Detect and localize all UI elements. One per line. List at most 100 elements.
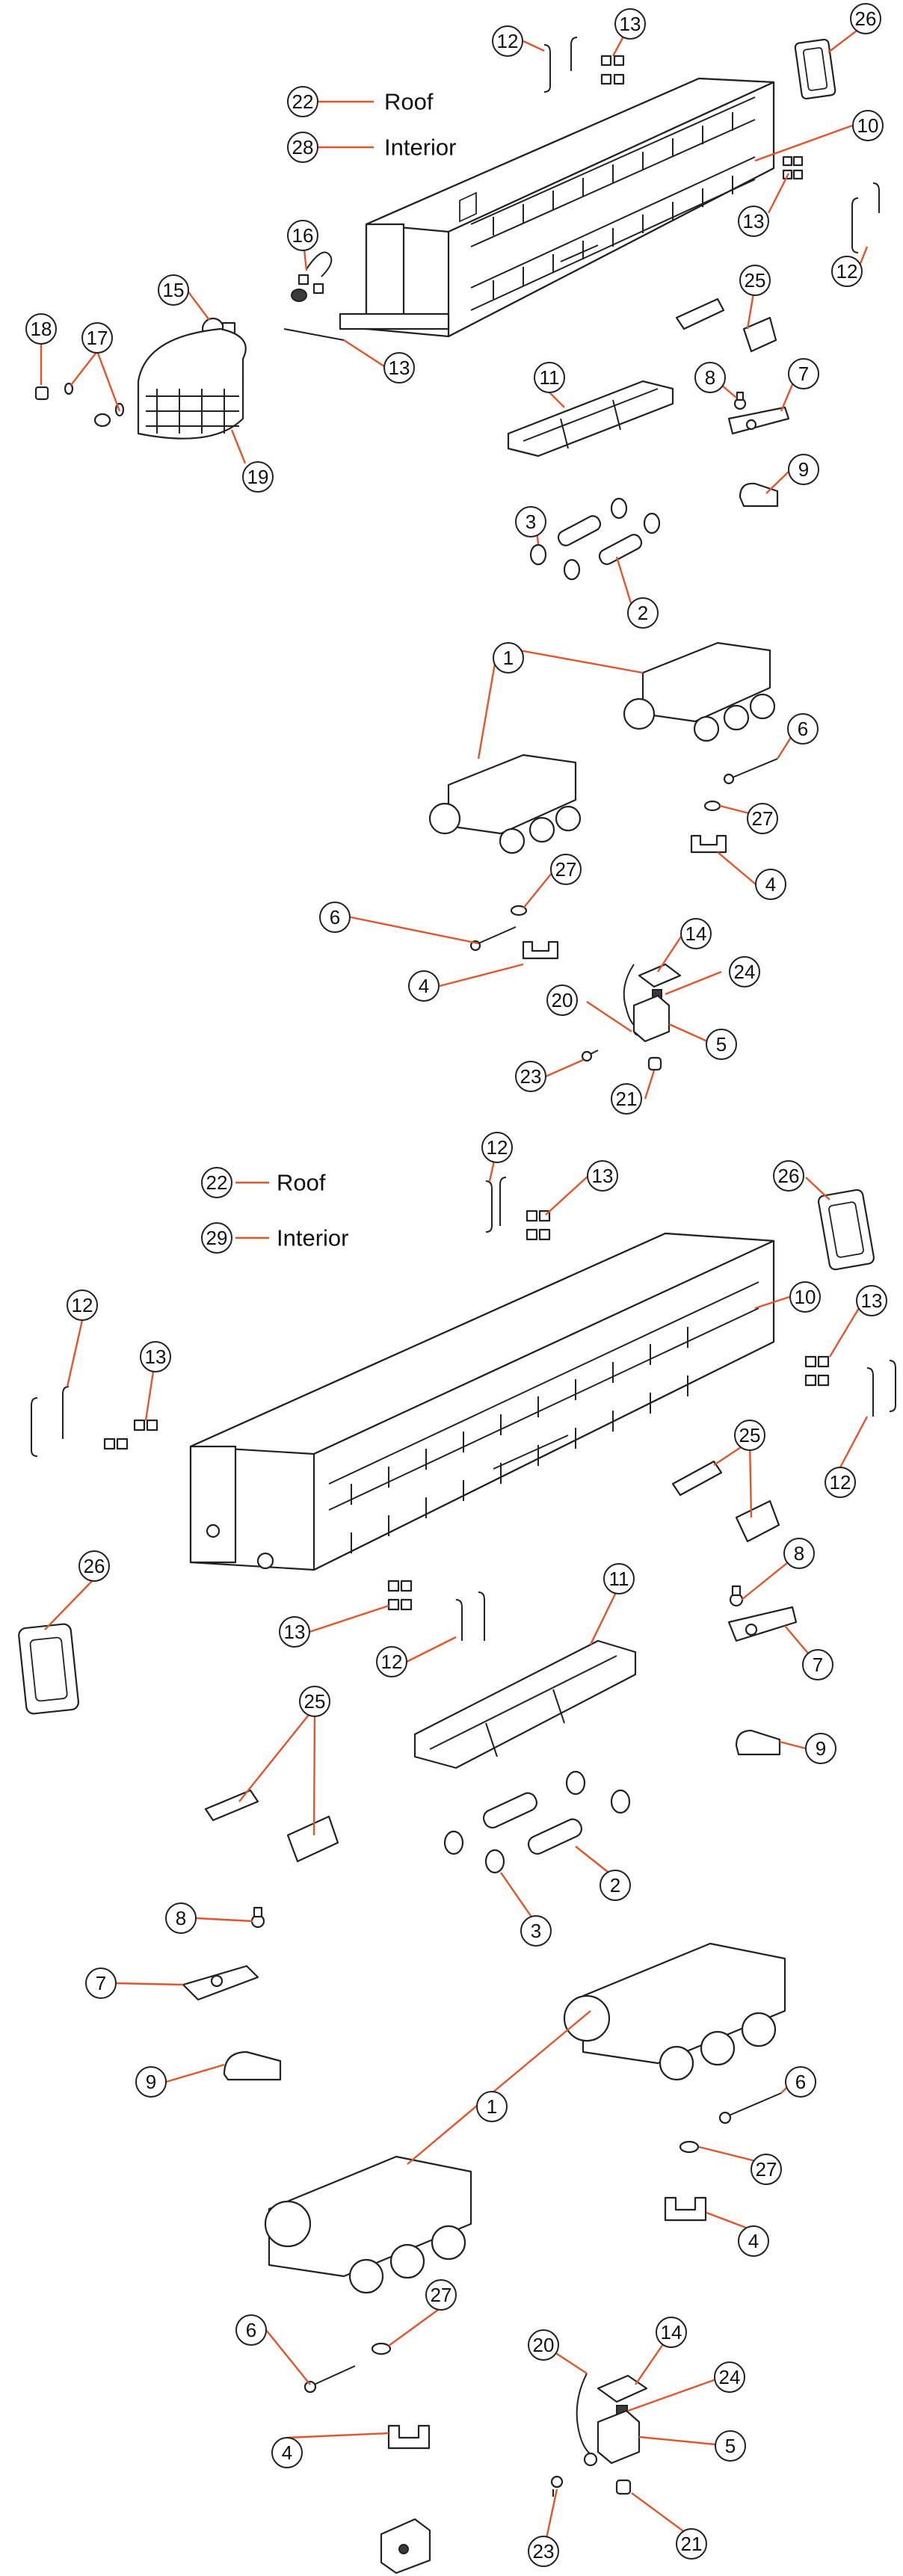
wheels-3-bottom <box>443 1770 631 1874</box>
coupler-7-bottom-left <box>182 1965 259 2001</box>
steps-13-bottom <box>103 1210 830 1611</box>
callout-4: 4 <box>755 869 786 900</box>
svg-text:26: 26 <box>778 1165 800 1187</box>
callout-25: 25 <box>734 1420 765 1451</box>
callout-16: 16 <box>287 220 318 251</box>
pin-6-bottom-left <box>303 2365 356 2394</box>
weight-11-top <box>507 380 674 457</box>
truck-1-top-right <box>623 641 776 742</box>
svg-text:7: 7 <box>813 1654 823 1676</box>
callout-25: 25 <box>739 265 771 296</box>
svg-text:16: 16 <box>292 224 314 247</box>
callout-7: 7 <box>802 1649 833 1680</box>
callout-6: 6 <box>787 713 819 745</box>
callout-6: 6 <box>319 902 351 933</box>
svg-text:27: 27 <box>555 858 577 881</box>
svg-text:9: 9 <box>798 458 809 481</box>
callout-27: 27 <box>425 2279 457 2311</box>
svg-text:13: 13 <box>861 1289 883 1312</box>
weight-11-bottom <box>413 1639 637 1769</box>
bushing-21-top <box>647 1056 662 1071</box>
svg-text:12: 12 <box>836 260 858 283</box>
svg-text:1: 1 <box>487 2095 497 2118</box>
pin-6-top-b <box>469 926 517 952</box>
callout-26: 26 <box>773 1160 804 1192</box>
callout-13: 13 <box>587 1160 618 1192</box>
callout-11: 11 <box>534 362 565 393</box>
bushing-21-bottom <box>615 2479 632 2495</box>
end-door-26-bottom-right <box>817 1189 875 1271</box>
svg-text:2: 2 <box>638 602 648 624</box>
svg-text:22: 22 <box>292 90 314 113</box>
callout-27: 27 <box>550 854 582 885</box>
svg-text:3: 3 <box>526 511 536 533</box>
svg-text:9: 9 <box>146 2071 156 2093</box>
screw-23-bottom <box>550 2475 564 2497</box>
contact-plate-14-top <box>638 963 682 988</box>
callout-12: 12 <box>825 1467 856 1498</box>
svg-text:29: 29 <box>206 1227 228 1249</box>
coupler-7-top <box>727 406 790 435</box>
callout-2: 2 <box>600 1870 631 1901</box>
callout-13: 13 <box>614 8 646 40</box>
svg-text:13: 13 <box>592 1165 614 1187</box>
callout-11: 11 <box>603 1563 635 1594</box>
callout-24: 24 <box>729 956 760 987</box>
svg-text:8: 8 <box>176 1907 186 1929</box>
svg-text:4: 4 <box>282 2441 292 2464</box>
cover-9-bottom-right <box>735 1729 781 1756</box>
svg-text:15: 15 <box>163 279 185 301</box>
svg-text:28: 28 <box>292 136 314 158</box>
callout-22: 22 <box>287 86 318 117</box>
bracket-4-bottom-left <box>387 2424 431 2450</box>
bracket-4-top-a <box>690 834 727 854</box>
callout-21: 21 <box>611 1083 642 1115</box>
rod-13-top <box>283 328 345 341</box>
callout-13: 13 <box>279 1616 310 1648</box>
cover-9-top <box>739 482 779 508</box>
motor-5-bottom <box>597 2409 641 2465</box>
car-body-lower <box>189 1232 775 1571</box>
svg-text:24: 24 <box>719 2366 741 2388</box>
svg-text:8: 8 <box>705 366 715 389</box>
callout-5: 5 <box>706 1029 737 1060</box>
callout-1: 1 <box>476 2091 508 2122</box>
svg-text:13: 13 <box>620 13 641 35</box>
callout-12: 12 <box>376 1646 407 1677</box>
car-body-upper <box>339 77 775 338</box>
callout-10: 10 <box>852 110 884 141</box>
callout-9: 9 <box>788 454 819 485</box>
svg-text:12: 12 <box>487 1136 508 1159</box>
svg-text:11: 11 <box>540 366 560 389</box>
callout-4: 4 <box>271 2437 303 2468</box>
callout-4: 4 <box>408 970 440 1002</box>
callout-8: 8 <box>165 1902 197 1934</box>
svg-text:20: 20 <box>533 2334 555 2356</box>
svg-text:4: 4 <box>419 975 429 997</box>
svg-text:3: 3 <box>531 1920 541 1942</box>
callout-18: 18 <box>25 313 57 345</box>
svg-text:14: 14 <box>661 2321 682 2344</box>
pin-6-top-a <box>723 758 778 785</box>
svg-text:21: 21 <box>616 1088 638 1110</box>
svg-text:13: 13 <box>145 1346 167 1368</box>
callout-22: 22 <box>201 1167 232 1198</box>
part-18 <box>34 386 49 401</box>
part-17 <box>64 382 125 428</box>
callout-29: 29 <box>201 1222 232 1254</box>
svg-text:25: 25 <box>739 1424 761 1446</box>
callout-13: 13 <box>738 206 769 237</box>
svg-text:12: 12 <box>830 1471 851 1494</box>
svg-text:2: 2 <box>610 1874 620 1896</box>
callout-26: 26 <box>850 3 881 34</box>
callout-24: 24 <box>714 2361 745 2393</box>
svg-text:5: 5 <box>716 1033 727 1056</box>
contact-plate-14-bottom <box>597 2374 648 2403</box>
callout-4: 4 <box>738 2225 769 2257</box>
callout-2: 2 <box>627 597 659 629</box>
cover-9-bottom-left <box>223 2050 282 2081</box>
svg-text:6: 6 <box>795 2071 806 2093</box>
svg-text:20: 20 <box>552 989 573 1011</box>
callout-12: 12 <box>492 25 523 57</box>
